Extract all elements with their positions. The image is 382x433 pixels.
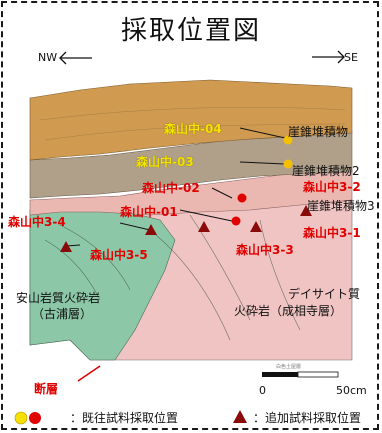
fault-arrow: [77, 365, 101, 382]
label-talus: 崖錐堆積物: [288, 125, 349, 139]
label-dacite: デイサイト質: [288, 287, 361, 301]
sample-label-04: 森山中-04: [164, 122, 222, 136]
sample-point-02: [237, 193, 247, 203]
legend-existing-label: ：既往試料採取位置: [70, 411, 179, 425]
label-andesite: 安山岩質火砕岩: [16, 291, 101, 305]
sample-point-3-2: [300, 205, 312, 216]
sample-label-3-1: 森山中3-1: [303, 226, 361, 240]
sample-label-3-3: 森山中3-3: [236, 243, 294, 257]
nw-label: NW: [38, 51, 58, 64]
scale-end-label: 50cm: [336, 384, 367, 397]
sample-point-3-5: [60, 241, 72, 252]
sample-point-04: [283, 135, 293, 145]
label-talus3: 崖錐堆積物3: [307, 199, 375, 213]
se-arrow: [312, 50, 345, 64]
sample-point-01: [231, 216, 241, 226]
sample-point-3-1: [250, 221, 262, 232]
sample-point-3-4: [145, 224, 157, 235]
fault-label: 断層: [34, 382, 59, 396]
sample-label-3-2: 森山中3-2: [303, 180, 361, 194]
legend-yellow-circle: [14, 411, 28, 425]
sample-point-3-3: [198, 221, 210, 232]
legend-triangle: [233, 410, 247, 423]
label-andesite-sub: （古浦層）: [32, 307, 93, 321]
label-talus2: 崖錐堆積物2: [292, 164, 360, 178]
sample-point-03: [283, 159, 293, 169]
talus3-layer: [29, 169, 353, 216]
legend-red-circle: [29, 412, 41, 424]
legend-additional-label: ：追加試料採取位置: [253, 411, 362, 425]
scale-bar: [262, 371, 339, 378]
figure-title: 採取位置図: [120, 16, 261, 46]
sample-label-3-5: 森山中3-5: [90, 248, 148, 262]
scale-caption: 白色土屋層: [276, 364, 302, 370]
se-label: SE: [344, 51, 358, 64]
talus2-layer: [29, 131, 353, 199]
scale-start-label: 0: [259, 384, 266, 397]
sample-label-01: 森山中-01: [120, 205, 178, 219]
sample-label-02: 森山中-02: [142, 181, 200, 195]
label-dacite-sub: 火砕岩（成相寺層）: [234, 304, 343, 318]
sample-label-03: 森山中-03: [136, 155, 194, 169]
sample-label-3-4: 森山中3-4: [8, 215, 66, 229]
nw-arrow: [59, 51, 92, 65]
talus-layer: [29, 79, 353, 161]
